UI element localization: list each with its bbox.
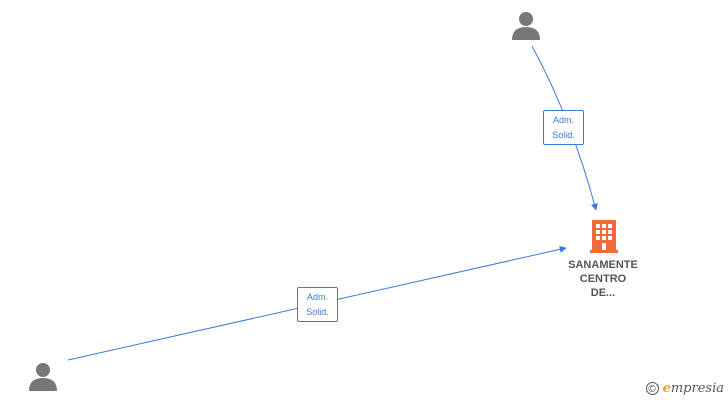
person-bottom-icon[interactable] <box>28 361 58 391</box>
company-name-line2: CENTRO <box>579 273 627 285</box>
company-name-line1: SANAMENTE <box>568 259 638 271</box>
brand-logo: empresia <box>663 380 724 396</box>
edge-label-bottom-line1: Adm. <box>306 292 328 302</box>
edge-label-top[interactable]: Adm. Solid. <box>543 110 584 145</box>
edge-label-bottom-line2: Solid. <box>306 307 329 317</box>
company-name[interactable]: SANAMENTE CENTRO DE... <box>548 258 658 300</box>
company-name-line3: DE... <box>590 287 616 299</box>
edge-label-bottom[interactable]: Adm. Solid. <box>297 287 338 322</box>
brand-initial: e <box>662 381 671 396</box>
copyright-icon: © <box>645 381 659 395</box>
person-top-icon[interactable] <box>511 10 541 40</box>
edge-label-top-line1: Adm. <box>552 115 574 125</box>
edge-label-top-line2: Solid. <box>552 130 575 140</box>
building-icon[interactable] <box>589 218 621 254</box>
watermark: © empresia <box>645 380 724 396</box>
brand-rest: mpresia <box>670 381 724 396</box>
